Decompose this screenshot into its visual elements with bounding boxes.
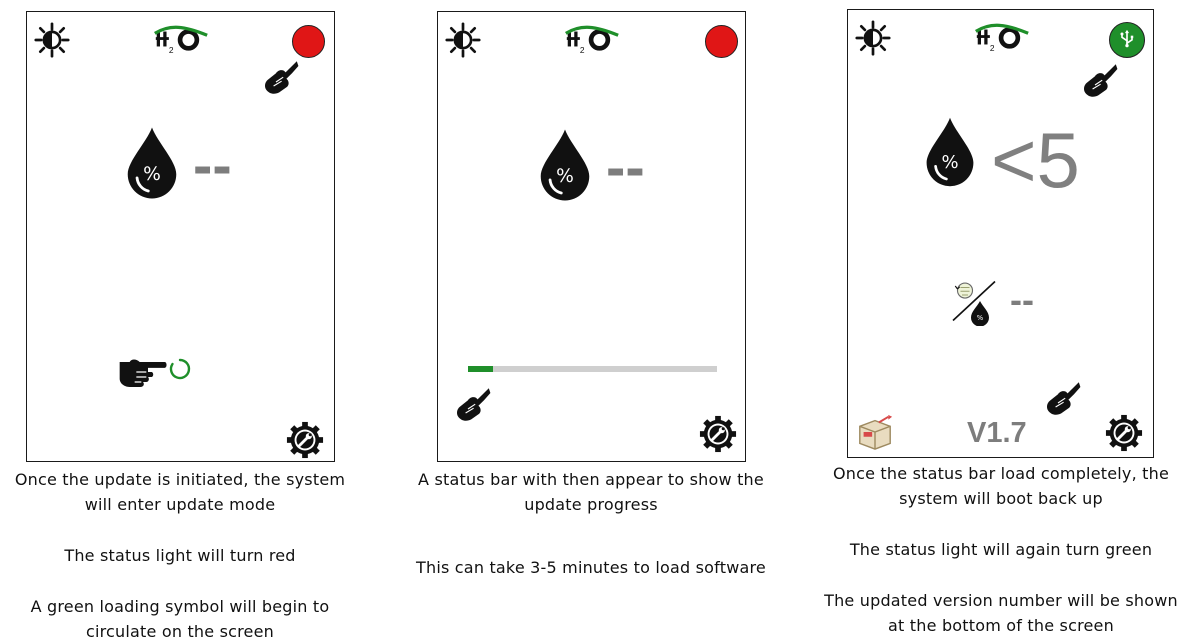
version-number: V1.7: [967, 417, 1027, 449]
status-light[interactable]: [1109, 22, 1145, 58]
moisture-reading: <5: [991, 116, 1080, 204]
pointing-hand-icon: [1042, 376, 1082, 422]
device-screen-rebooted: <5 -- V1.7: [847, 9, 1154, 458]
loading-spinner-icon: [169, 358, 191, 380]
caption-text: A green loading symbol will begin to cir…: [30, 597, 330, 641]
moisture-drop-icon: [537, 127, 593, 203]
status-light[interactable]: [292, 25, 325, 58]
pointing-hand-icon: [1079, 58, 1119, 104]
calibration-icon: [950, 276, 1010, 326]
caption-text: Once the update is initiated, the system…: [14, 470, 346, 514]
h2o-logo: [974, 20, 1030, 54]
update-progress-bar: [468, 366, 717, 372]
pointing-hand-icon: [118, 354, 168, 390]
status-light[interactable]: [705, 25, 738, 58]
brightness-icon[interactable]: [445, 22, 481, 58]
pointing-hand-icon: [452, 382, 492, 428]
settings-gear-icon[interactable]: [1105, 414, 1143, 452]
h2o-logo: [153, 22, 209, 56]
usb-icon: [1117, 29, 1137, 49]
package-box-icon[interactable]: [856, 413, 894, 451]
update-progress-fill: [468, 366, 493, 372]
caption-group-2: A status bar with then appear to show th…: [414, 467, 768, 580]
device-screen-update-progress: --: [437, 11, 746, 462]
caption-group-3: Once the status bar load completely, the…: [822, 461, 1180, 638]
settings-gear-icon[interactable]: [699, 415, 737, 453]
pointing-hand-icon: [260, 55, 300, 101]
moisture-reading: --: [606, 135, 645, 200]
caption-group-1: Once the update is initiated, the system…: [4, 467, 356, 644]
brightness-icon[interactable]: [34, 22, 70, 58]
caption-text: This can take 3-5 minutes to load softwa…: [416, 558, 766, 577]
device-screen-update-mode: --: [26, 11, 335, 462]
moisture-drop-icon: [923, 114, 977, 190]
caption-text: The status light will again turn green: [849, 540, 1153, 559]
caption-text: The status light will turn red: [64, 546, 296, 565]
secondary-reading: --: [1010, 279, 1034, 320]
caption-text: A status bar with then appear to show th…: [418, 470, 764, 514]
caption-text: Once the status bar load completely, the…: [832, 464, 1170, 508]
moisture-drop-icon: [124, 125, 180, 201]
settings-gear-icon[interactable]: [286, 421, 324, 459]
h2o-logo: [564, 22, 620, 56]
caption-text: The updated version number will be shown…: [824, 591, 1178, 635]
brightness-icon[interactable]: [855, 20, 891, 56]
moisture-reading: --: [193, 133, 232, 198]
